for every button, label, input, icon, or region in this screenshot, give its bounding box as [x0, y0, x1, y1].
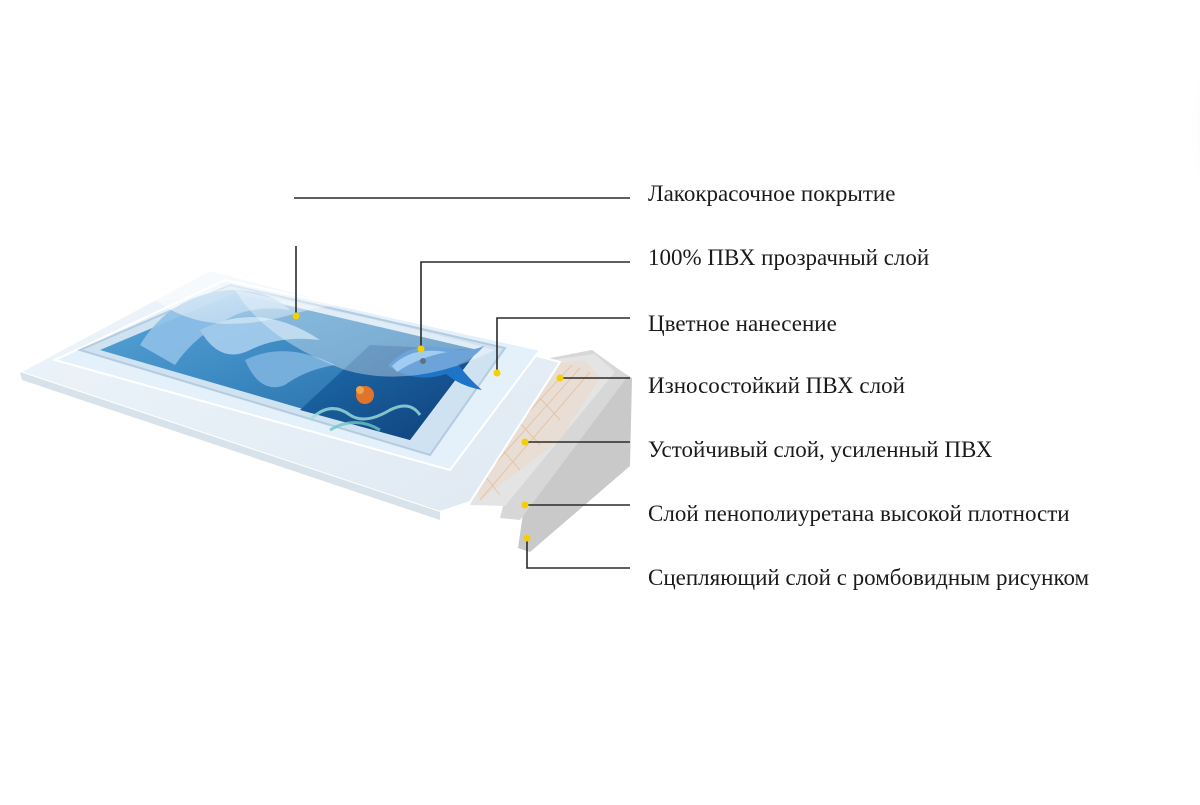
gloss-sheen [235, 290, 495, 377]
marker-dot-5 [521, 438, 529, 446]
marker-dot-2 [417, 345, 425, 353]
base-layer-edge [20, 372, 440, 520]
marker-dot-4 [556, 374, 564, 382]
marker-dots [292, 312, 564, 542]
layer-label-clear-pvc: 100% ПВХ прозрачный слой [648, 245, 930, 270]
leader-line-3 [496, 317, 630, 372]
layer-label-coating: Лакокрасочное покрытие [648, 181, 896, 206]
leader-line-7 [526, 538, 630, 569]
layer-label-grip: Сцепляющий слой с ромбовидным рисунком [648, 565, 1090, 590]
reef-detail [308, 386, 422, 432]
leader-line-2 [420, 261, 630, 348]
layer-label-foam: Слой пенополиуретана высокой плотности [648, 501, 1070, 526]
edge-shadow [1175, 70, 1200, 190]
marker-dot-3 [493, 369, 501, 377]
layer-label-color-print: Цветное нанесение [648, 311, 837, 336]
dolphin-3d [388, 346, 484, 390]
marker-dot-6 [521, 501, 529, 509]
layer-label-reinforced: Устойчивый слой, усиленный ПВХ [648, 437, 993, 462]
leader-lines [294, 197, 630, 569]
layer-label-wear-pvc: Износостойкий ПВХ слой [648, 373, 905, 398]
marker-dot-7 [523, 534, 531, 542]
gloss-highlight [150, 255, 510, 325]
marker-dot-1 [292, 312, 300, 320]
